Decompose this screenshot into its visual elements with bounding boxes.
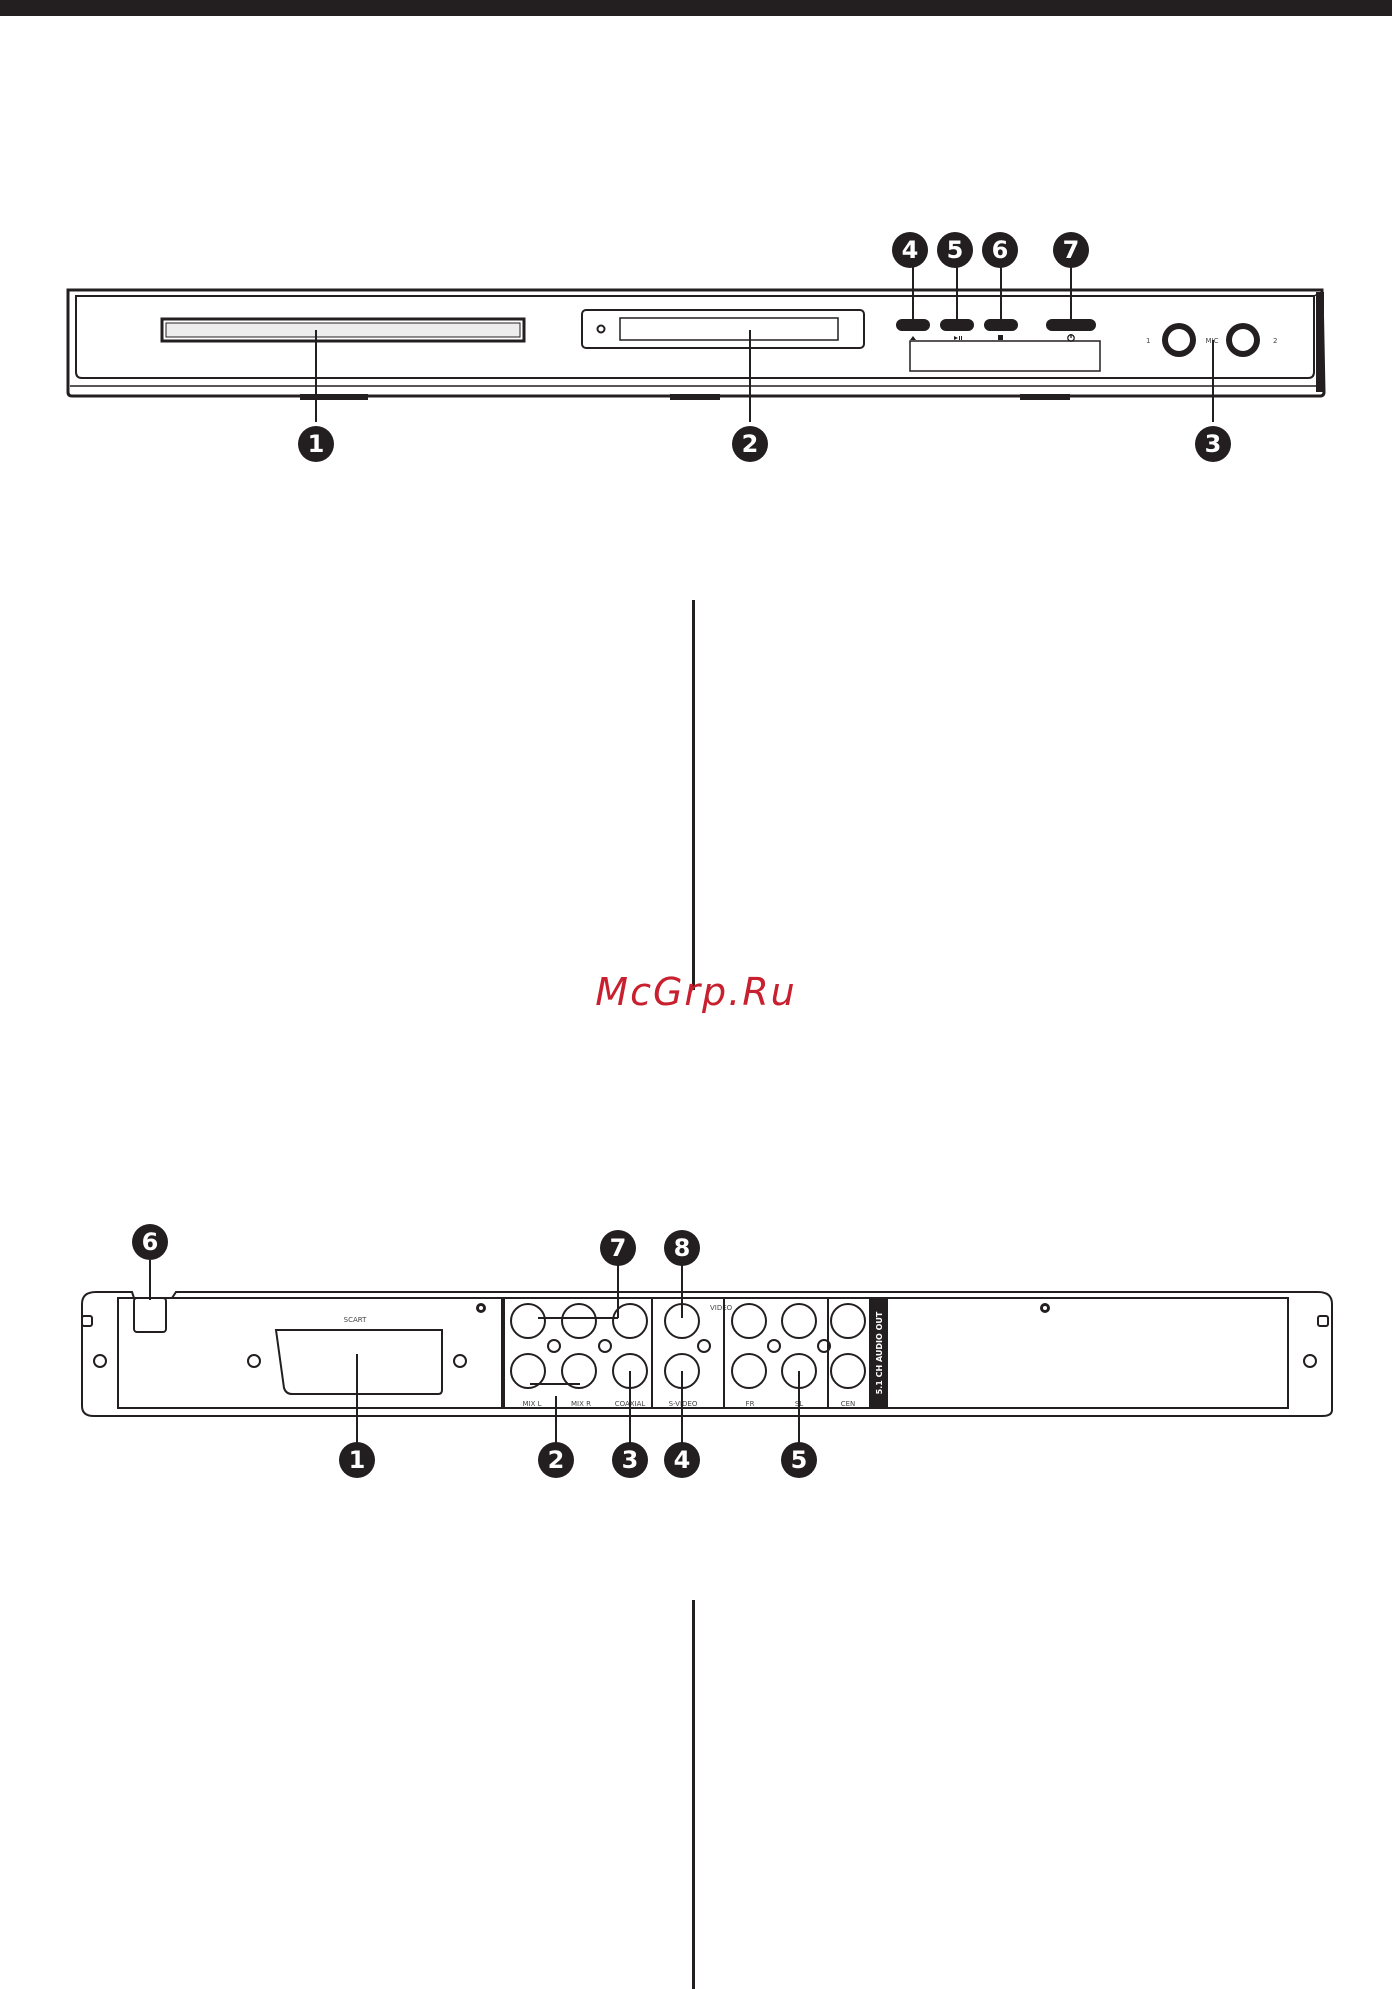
secondary-display	[910, 341, 1100, 371]
svg-text:4: 4	[902, 236, 919, 264]
top-bar	[0, 0, 1392, 16]
rear-callout-1: 1	[339, 1442, 375, 1478]
front-callout-5: 5	[937, 232, 973, 268]
rear-callout-6: 6	[132, 1224, 168, 1260]
front-panel-body	[68, 290, 1324, 400]
audio-out-label: 5.1 CH AUDIO OUT	[875, 1311, 884, 1394]
mic-left-label: 1	[1146, 337, 1150, 345]
svg-text:1: 1	[349, 1446, 366, 1474]
svg-text:8: 8	[674, 1234, 691, 1262]
svg-text:3: 3	[622, 1446, 639, 1474]
rear-callout-7: 7	[600, 1230, 636, 1266]
front-callout-2: 2	[732, 426, 768, 462]
rear-panel-body	[82, 1292, 1332, 1416]
mix-l-label: MIX L	[522, 1400, 541, 1408]
rca-block-video	[652, 1298, 724, 1408]
rear-leader-lines	[150, 1260, 799, 1456]
svg-text:1: 1	[308, 430, 325, 458]
video-label: VIDEO	[710, 1304, 733, 1312]
mic-jacks: 1 MIC 2	[1146, 323, 1277, 357]
svideo-label: S-VIDEO	[669, 1400, 698, 1408]
scart-section: SCART	[118, 1298, 502, 1408]
scart-label: SCART	[344, 1316, 367, 1324]
rear-callout-2: 2	[538, 1442, 574, 1478]
fr-label: FR	[746, 1400, 755, 1408]
svg-text:5: 5	[791, 1446, 808, 1474]
svg-text:6: 6	[992, 236, 1009, 264]
rear-lock-tab	[134, 1298, 166, 1332]
column-divider-bottom	[692, 1600, 695, 1989]
column-divider-top	[692, 600, 695, 990]
rear-panel-diagram: SCART MIX L MIX R COAXIAL VIDEO S-VIDEO …	[0, 1220, 1392, 1480]
front-callout-3: 3	[1195, 426, 1231, 462]
rear-callout-5: 5	[781, 1442, 817, 1478]
svg-text:3: 3	[1205, 430, 1222, 458]
watermark: McGrp.Ru	[0, 970, 1392, 1014]
rear-callout-3: 3	[612, 1442, 648, 1478]
svg-text:2: 2	[742, 430, 759, 458]
svg-text:5: 5	[947, 236, 964, 264]
mic-right-label: 2	[1273, 337, 1277, 345]
svg-text:6: 6	[142, 1228, 159, 1256]
control-buttons	[896, 319, 1096, 341]
front-callout-1: 1	[298, 426, 334, 462]
rca-block-51	[724, 1298, 870, 1408]
svg-text:4: 4	[674, 1446, 691, 1474]
display-window	[582, 310, 864, 348]
mix-r-label: MIX R	[571, 1400, 591, 1408]
front-callout-6: 6	[982, 232, 1018, 268]
cen-label: CEN	[841, 1400, 856, 1408]
front-panel-diagram: 1 MIC 2 1 2 3 4 5 6 7	[0, 220, 1392, 480]
disc-tray	[162, 319, 524, 341]
svg-text:7: 7	[610, 1234, 627, 1262]
front-callout-4: 4	[892, 232, 928, 268]
rear-callout-8: 8	[664, 1230, 700, 1266]
svg-text:2: 2	[548, 1446, 565, 1474]
rear-callout-4: 4	[664, 1442, 700, 1478]
front-callout-7: 7	[1053, 232, 1089, 268]
svg-text:7: 7	[1063, 236, 1080, 264]
